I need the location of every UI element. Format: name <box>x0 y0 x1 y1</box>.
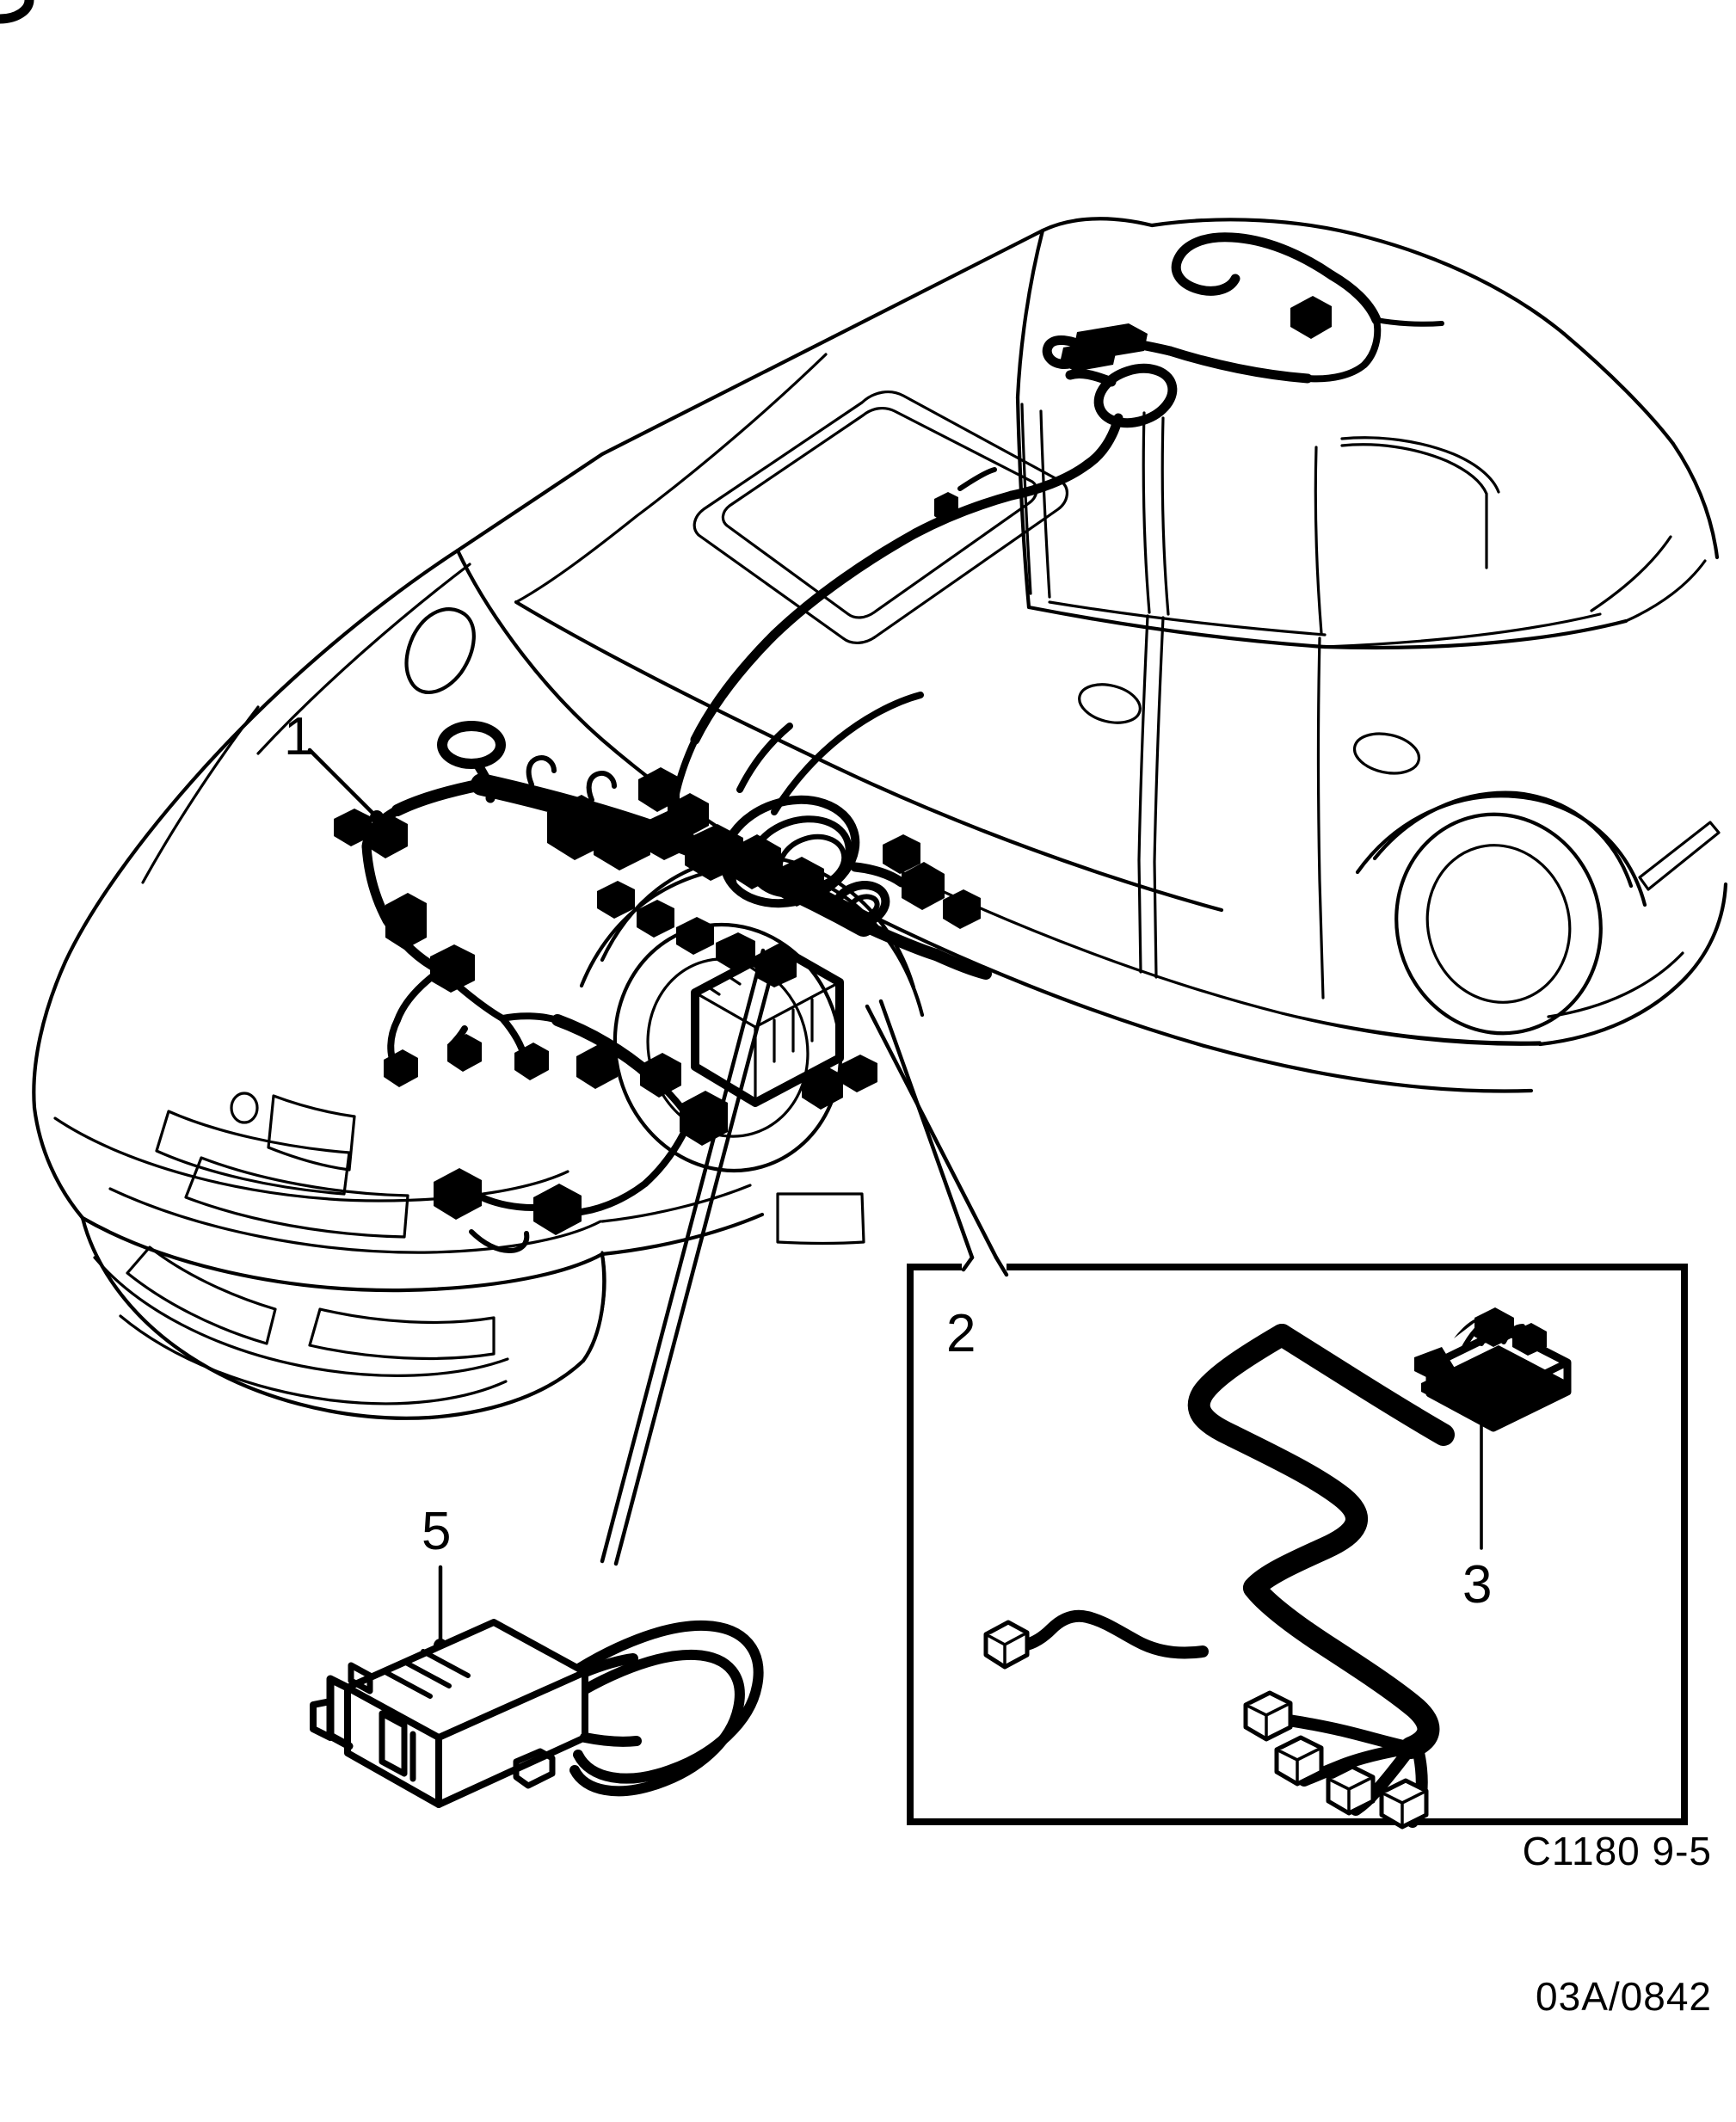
caption-revision-code: 03A/0842 <box>1536 1973 1712 2019</box>
caption-drawing-number: C1180 9-5 <box>1522 1829 1712 1874</box>
vehicle-outline <box>32 217 1728 1420</box>
drawing-caption: C1180 9-5 03A/0842 <box>1523 1731 1712 2117</box>
roof-harness-wiring <box>669 232 1444 821</box>
callout-label-2: 2 <box>946 1304 976 1363</box>
looped-wire-connector <box>310 1619 764 1808</box>
callout-label-1: 1 <box>284 707 314 766</box>
callout-label-5: 5 <box>422 1502 452 1561</box>
callout-label-3: 3 <box>1462 1555 1493 1615</box>
detail-box <box>907 1255 1688 1830</box>
engine-compartment-harness <box>0 0 992 1253</box>
multi-pin-connector <box>1414 1307 1572 1432</box>
